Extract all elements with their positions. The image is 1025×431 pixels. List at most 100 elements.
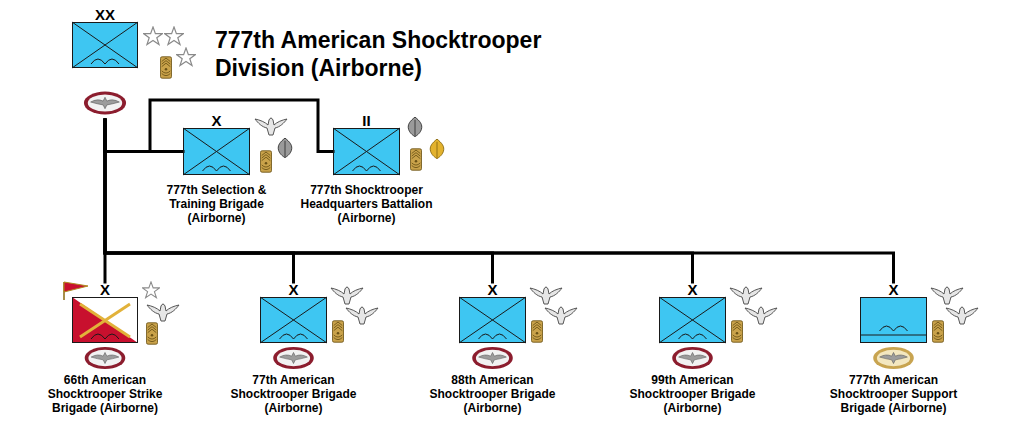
strike-brigade-symbol-part	[146, 323, 157, 344]
unit-node: XX	[72, 7, 138, 120]
division-symbol-part	[72, 22, 138, 68]
unit-symbol-frame	[72, 22, 138, 68]
echelon-mark: X	[659, 282, 726, 297]
training-brigade-symbol-part	[260, 151, 271, 172]
training-brigade-symbol-part	[183, 128, 250, 175]
brigade-symbol-part	[672, 347, 713, 369]
division-symbol-part	[177, 48, 196, 66]
strike-brigade-symbol-part	[142, 282, 159, 298]
brigade-symbol-part	[730, 287, 762, 304]
unit-node: X99th American Shocktrooper Brigade (Air…	[659, 282, 726, 343]
brigade-symbol-part	[479, 334, 507, 339]
unit-node: X777th American Shocktrooper Support Bri…	[860, 282, 927, 343]
division-symbol-part	[72, 22, 138, 68]
unit-node: X777th Selection & Training Brigade (Air…	[183, 113, 250, 175]
hq-battalion-symbol	[333, 117, 444, 175]
training-brigade-symbol-part	[255, 118, 287, 135]
division-symbol-part	[160, 57, 171, 78]
brigade-symbol-part	[659, 297, 726, 343]
strike-brigade-symbol-part	[147, 304, 179, 321]
support-brigade-symbol-part	[860, 335, 927, 336]
unit-label: 777th Shocktrooper Headquarters Battalio…	[292, 183, 442, 225]
hq-battalion-symbol-part	[410, 149, 421, 170]
support-brigade-symbol-part	[946, 307, 978, 324]
unit-label: 77th American Shocktrooper Brigade (Airb…	[224, 373, 364, 415]
echelon-mark: X	[459, 282, 526, 297]
unit-node: X77th American Shocktrooper Brigade (Air…	[260, 282, 327, 343]
unit-node: II777th Shocktrooper Headquarters Battal…	[333, 113, 400, 175]
brigade-symbol-part	[530, 287, 562, 304]
echelon-mark: XX	[72, 7, 138, 22]
brigade-symbol-part	[331, 287, 363, 304]
brigade-symbol-part	[260, 297, 327, 343]
brigade-symbol-part	[659, 297, 726, 343]
division-symbol-part	[144, 27, 163, 45]
echelon-mark: X	[72, 282, 138, 297]
brigade-symbol	[659, 287, 777, 369]
brigade-symbol-part	[459, 297, 526, 343]
hq-battalion-symbol-part	[430, 139, 444, 159]
echelon-mark: II	[333, 113, 400, 128]
brigade-symbol-part	[332, 321, 343, 342]
strike-brigade-symbol-part	[85, 347, 126, 369]
unit-node: X66th American Shocktrooper Strike Briga…	[72, 282, 138, 343]
hq-battalion-symbol-part	[353, 166, 381, 171]
support-brigade-symbol-part	[860, 297, 927, 343]
unit-label: 99th American Shocktrooper Brigade (Airb…	[623, 373, 763, 415]
support-brigade-symbol-part	[880, 326, 908, 331]
org-connector	[105, 120, 693, 282]
brigade-symbol-part	[679, 334, 707, 339]
hq-battalion-symbol-part	[333, 128, 400, 175]
unit-symbol-frame	[659, 297, 726, 343]
division-symbol-part	[165, 27, 184, 45]
unit-symbol-frame	[459, 297, 526, 343]
unit-symbol-frame	[260, 297, 327, 343]
unit-node: X88th American Shocktrooper Brigade (Air…	[459, 282, 526, 343]
unit-symbol-frame	[72, 297, 138, 343]
unit-symbol-frame	[183, 128, 250, 175]
echelon-mark: X	[183, 113, 250, 128]
training-brigade-symbol-part	[183, 128, 250, 175]
brigade-symbol-part	[731, 321, 742, 342]
badge-space	[72, 68, 138, 120]
support-brigade-symbol	[860, 287, 978, 369]
division-symbol-part	[84, 92, 126, 115]
support-brigade-symbol-part	[931, 287, 963, 304]
unit-symbol-frame	[333, 128, 400, 175]
unit-label: 66th American Shocktrooper Strike Brigad…	[40, 373, 170, 415]
hq-battalion-symbol-part	[333, 128, 400, 175]
strike-brigade-symbol-part	[64, 282, 88, 292]
brigade-symbol-part	[459, 297, 526, 343]
org-connector	[105, 120, 894, 282]
brigade-symbol-part	[280, 334, 308, 339]
strike-brigade-symbol	[64, 282, 179, 369]
strike-brigade-symbol-part	[72, 297, 138, 343]
unit-label: 777th Selection & Training Brigade (Airb…	[154, 183, 279, 225]
strike-brigade-symbol-part	[72, 297, 138, 343]
brigade-symbol-part	[545, 307, 577, 324]
strike-brigade-symbol-part	[91, 334, 119, 339]
support-brigade-symbol-part	[932, 321, 943, 342]
echelon-mark: X	[260, 282, 327, 297]
unit-symbol-frame	[860, 297, 927, 343]
unit-label: 777th American Shocktrooper Support Brig…	[821, 373, 966, 415]
support-brigade-symbol-part	[873, 347, 914, 369]
org-connector	[105, 120, 294, 282]
brigade-symbol	[459, 287, 577, 369]
chart-title: 777th American Shocktrooper Division (Ai…	[215, 26, 575, 82]
unit-label: 88th American Shocktrooper Brigade (Airb…	[423, 373, 563, 415]
brigade-symbol-part	[346, 307, 378, 324]
brigade-symbol	[260, 287, 378, 369]
brigade-symbol-part	[531, 321, 542, 342]
training-brigade-symbol-part	[203, 166, 231, 171]
brigade-symbol-part	[273, 347, 314, 369]
brigade-symbol-part	[260, 297, 327, 343]
org-connector	[105, 100, 333, 152]
org-connector	[105, 120, 493, 282]
echelon-mark: X	[860, 282, 927, 297]
brigade-symbol-part	[472, 347, 513, 369]
training-brigade-symbol-part	[278, 138, 292, 158]
